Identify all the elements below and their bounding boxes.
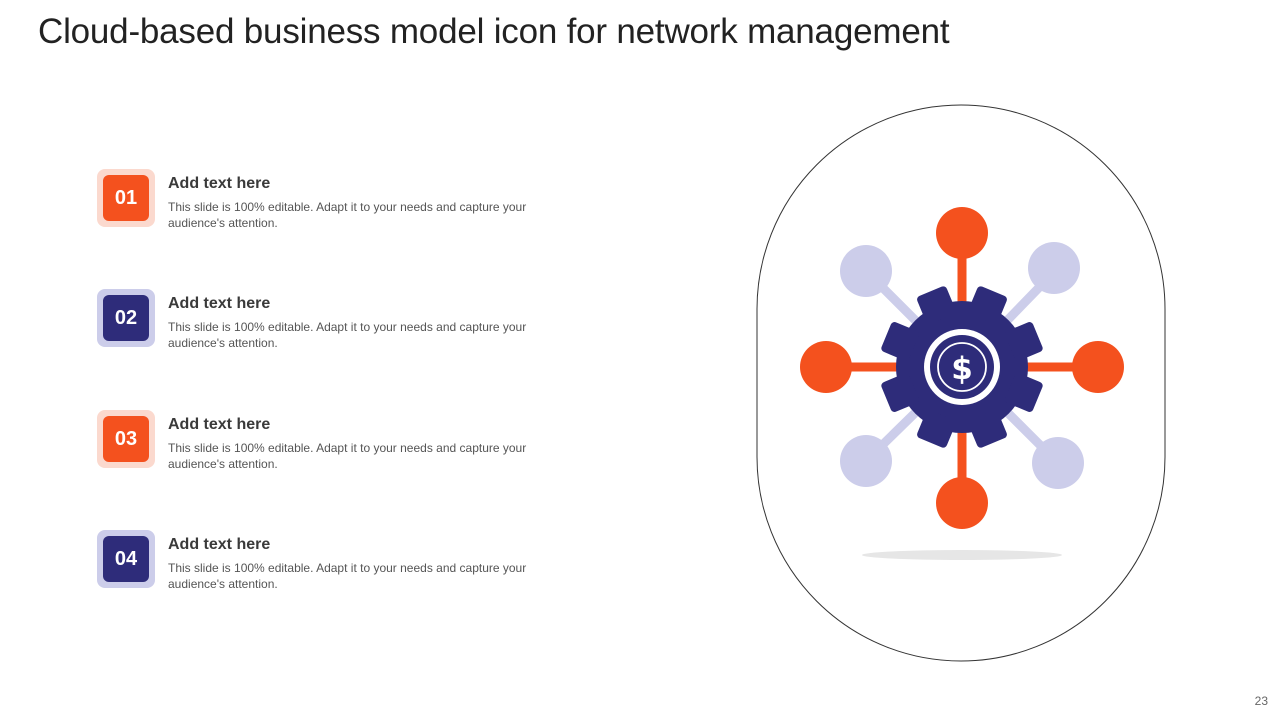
network-node-accent (800, 341, 852, 393)
item-body: This slide is 100% editable. Adapt it to… (168, 561, 527, 591)
list-item: 02 Add text here This slide is 100% edit… (97, 289, 577, 359)
item-heading: Add text here (168, 175, 271, 192)
badge-number: 04 (103, 536, 149, 582)
dollar-icon: $ (951, 351, 973, 387)
network-graphic: $ (756, 104, 1166, 662)
item-heading: Add text here (168, 295, 271, 312)
network-node-light (840, 435, 892, 487)
badge-number: 01 (103, 175, 149, 221)
network-node-light (1032, 437, 1084, 489)
badge-outer: 04 (97, 530, 155, 588)
page-number: 23 (1254, 694, 1268, 708)
coin-outline (937, 342, 987, 392)
item-body: This slide is 100% editable. Adapt it to… (168, 441, 527, 471)
list-item: 03 Add text here This slide is 100% edit… (97, 410, 577, 480)
shadow (862, 550, 1062, 560)
network-node-accent (936, 477, 988, 529)
network-node-accent (936, 207, 988, 259)
slide-title: Cloud-based business model icon for netw… (38, 12, 950, 51)
gear-hub (930, 335, 994, 399)
item-heading: Add text here (168, 536, 271, 553)
item-body: This slide is 100% editable. Adapt it to… (168, 320, 527, 350)
badge-outer: 02 (97, 289, 155, 347)
network-node-light (1028, 242, 1080, 294)
network-node-light (840, 245, 892, 297)
item-heading: Add text here (168, 416, 271, 433)
badge-number: 02 (103, 295, 149, 341)
badge-outer: 03 (97, 410, 155, 468)
list-item: 04 Add text here This slide is 100% edit… (97, 530, 577, 600)
network-node-accent (1072, 341, 1124, 393)
item-body: This slide is 100% editable. Adapt it to… (168, 200, 527, 230)
badge-outer: 01 (97, 169, 155, 227)
badge-number: 03 (103, 416, 149, 462)
list-item: 01 Add text here This slide is 100% edit… (97, 169, 577, 239)
